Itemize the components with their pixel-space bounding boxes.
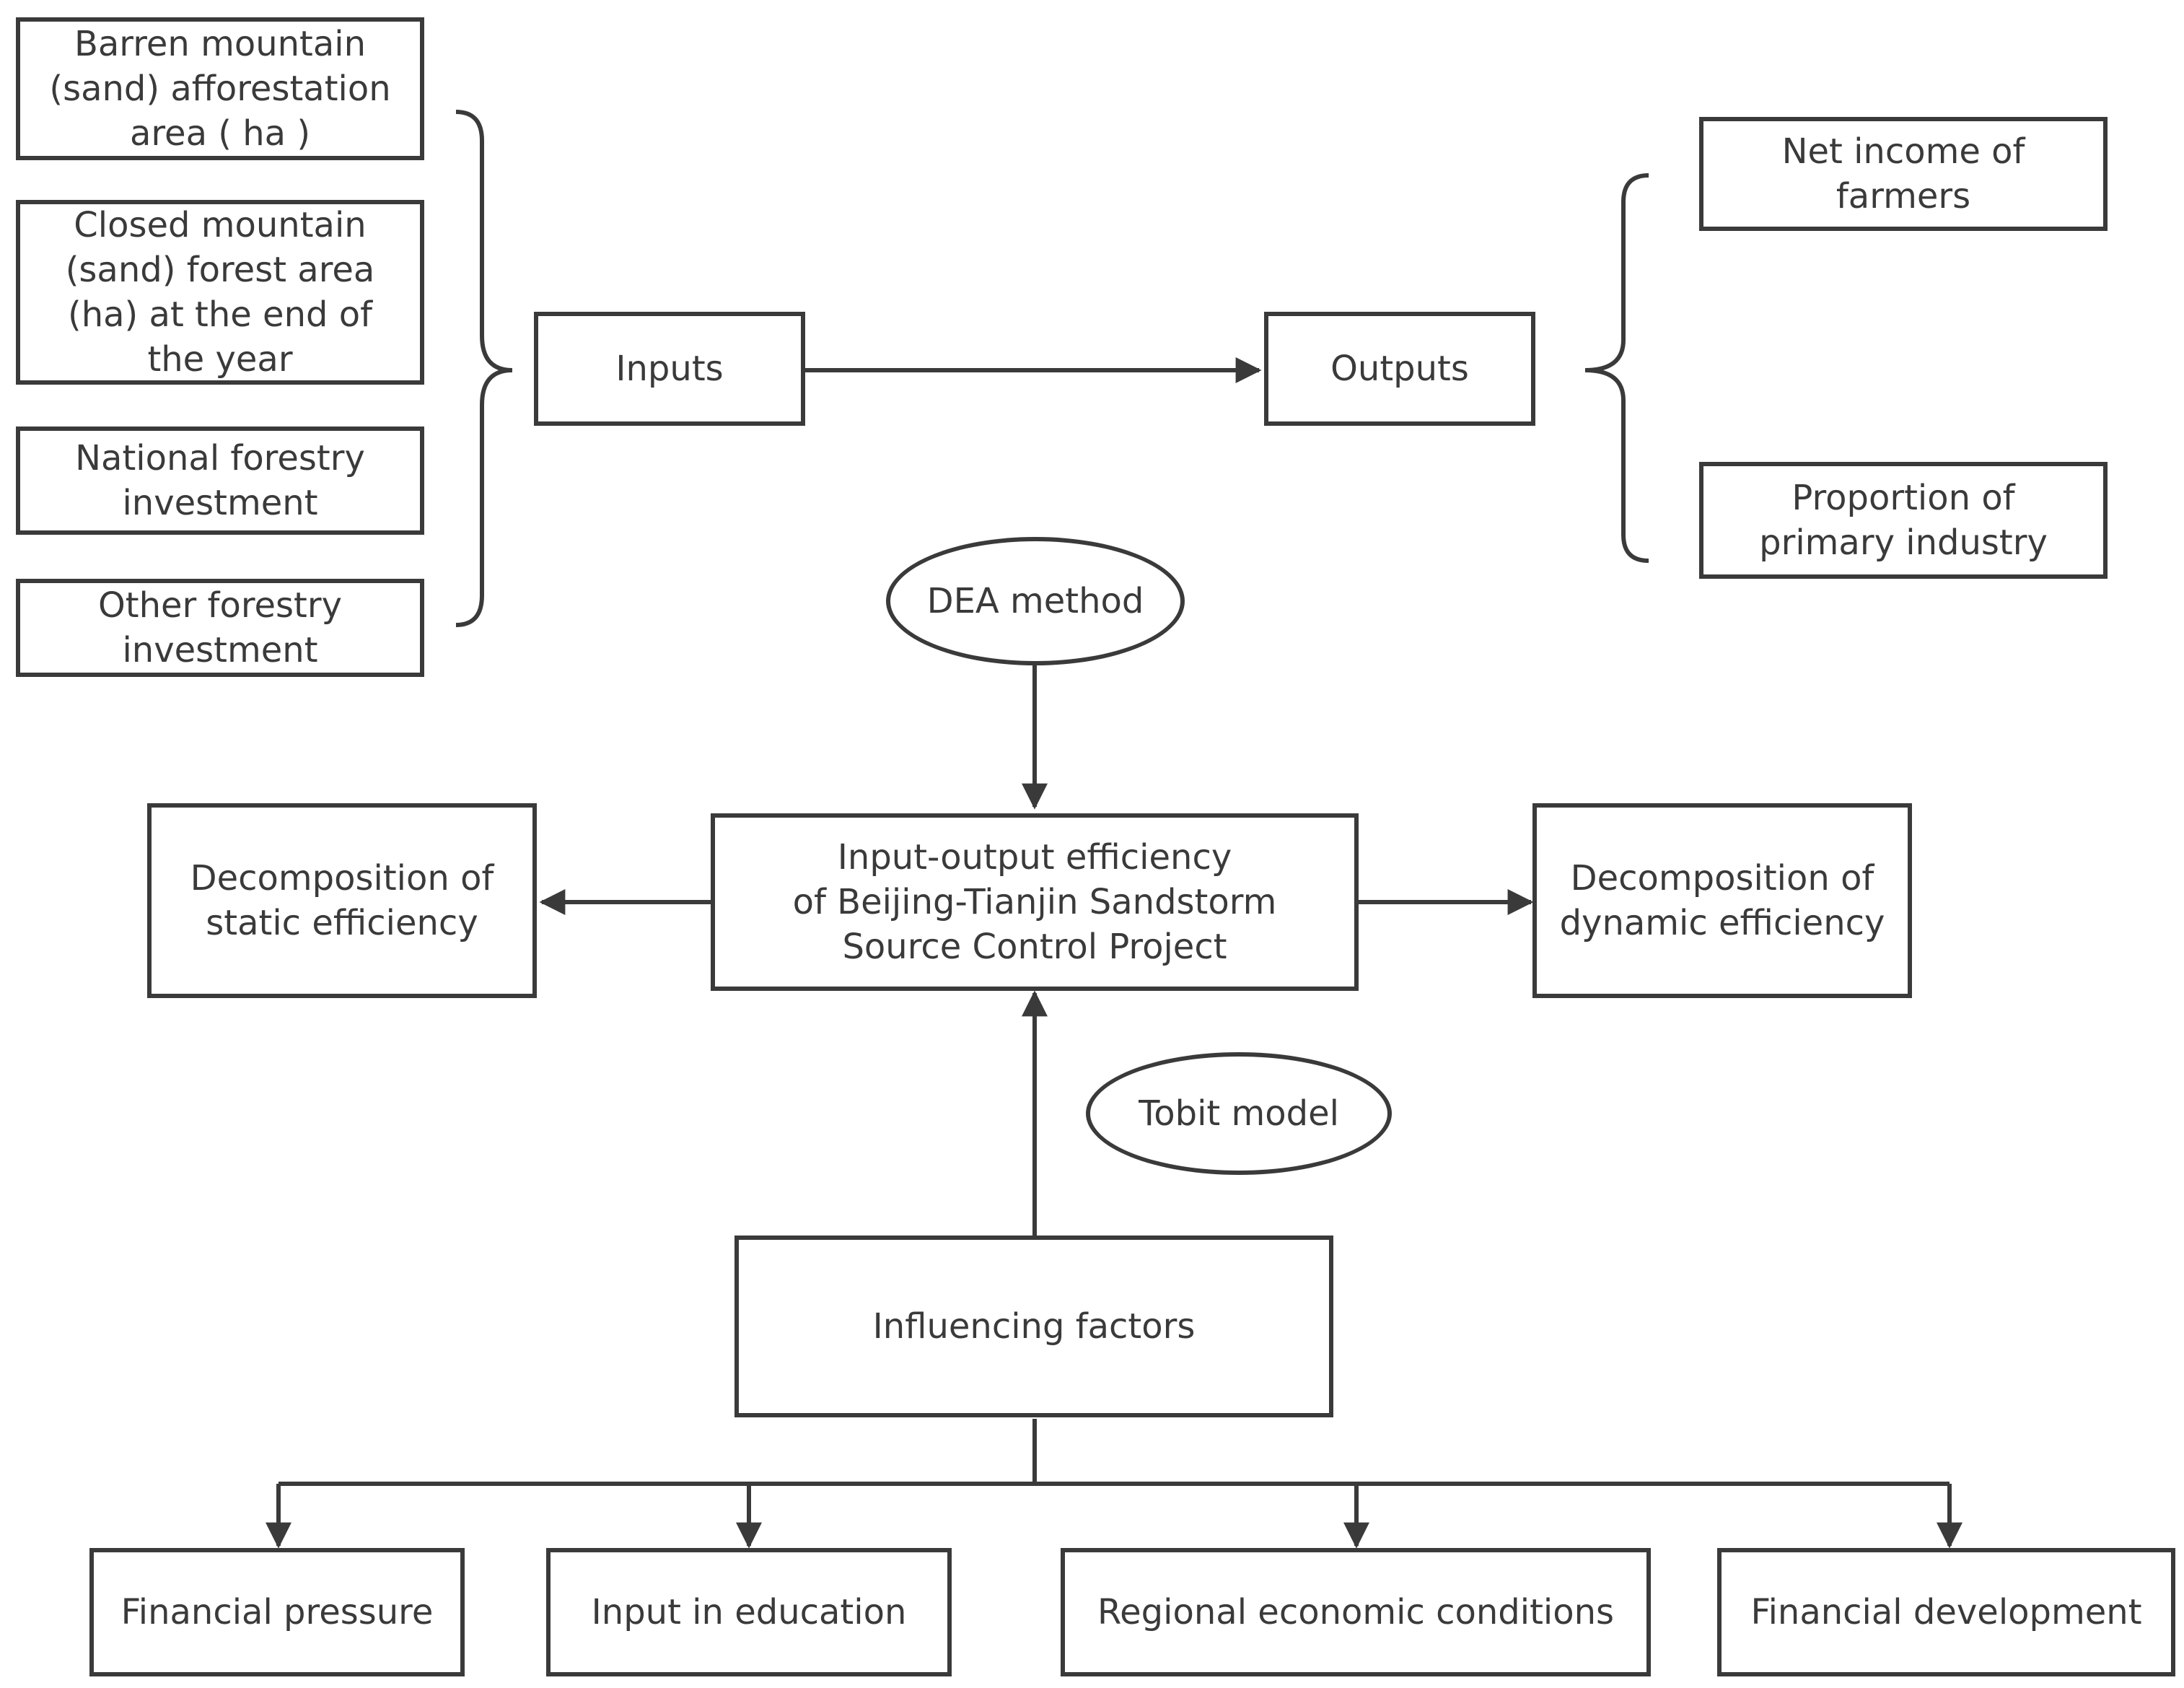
- tobit-model-ellipse: Tobit model: [1086, 1052, 1392, 1175]
- input-closed-forest-area-box: Closed mountain (sand) forest area (ha) …: [16, 200, 424, 385]
- output-net-income-box: Net income of farmers: [1699, 117, 2108, 231]
- input-output-efficiency-box: Input-output efficiency of Beijing-Tianj…: [711, 813, 1359, 991]
- outputs-box: Outputs: [1264, 312, 1535, 426]
- factor-input-in-education-box: Input in education: [546, 1548, 952, 1676]
- input-barren-afforestation-box: Barren mountain (sand) afforestation are…: [16, 17, 424, 160]
- inputs-box: Inputs: [534, 312, 805, 426]
- input-other-investment-box: Other forestry investment: [16, 579, 424, 677]
- output-primary-industry-box: Proportion of primary industry: [1699, 462, 2108, 579]
- inputs-bracket: [455, 110, 513, 627]
- static-efficiency-box: Decomposition of static efficiency: [147, 803, 537, 998]
- influencing-factors-box: Influencing factors: [734, 1236, 1333, 1417]
- factor-financial-development-box: Financial development: [1717, 1548, 2175, 1676]
- input-national-investment-box: National forestry investment: [16, 427, 424, 535]
- factor-regional-economic-box: Regional economic conditions: [1061, 1548, 1651, 1676]
- factor-financial-pressure-box: Financial pressure: [89, 1548, 465, 1676]
- dynamic-efficiency-box: Decomposition of dynamic efficiency: [1532, 803, 1912, 998]
- dea-method-ellipse: DEA method: [886, 537, 1185, 665]
- outputs-bracket: [1584, 173, 1649, 563]
